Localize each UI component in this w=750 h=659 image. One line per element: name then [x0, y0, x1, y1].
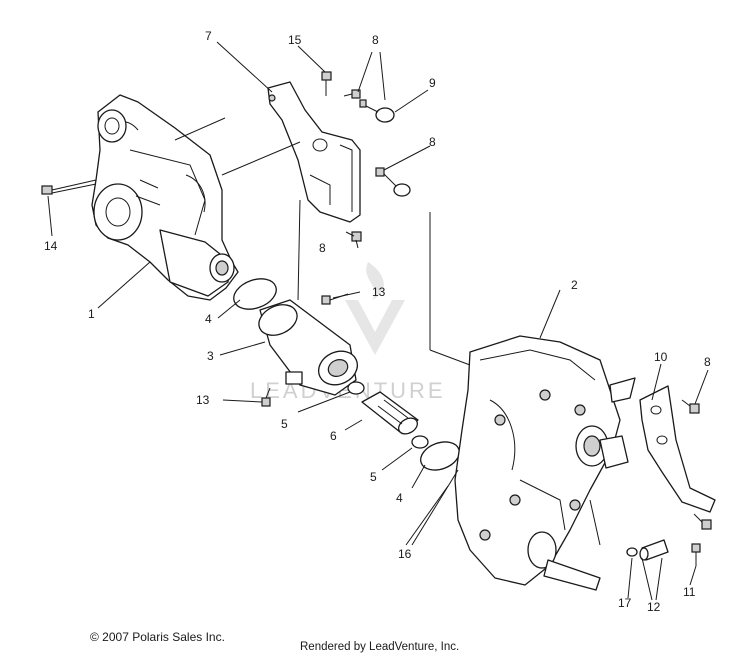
callout-8-bracket: 8 — [704, 355, 711, 369]
leadventure-watermark-logo: LEADVENTURE — [250, 262, 443, 403]
bolt-8-upper — [343, 89, 361, 99]
callout-3: 3 — [207, 349, 214, 363]
callout-16: 16 — [398, 547, 412, 561]
callout-8-top: 8 — [372, 33, 379, 47]
bolt-11 — [691, 543, 701, 566]
callout-8-lower: 8 — [319, 241, 326, 255]
callout-2: 2 — [571, 278, 578, 292]
callout-9: 9 — [429, 76, 436, 90]
callout-13-lower: 13 — [196, 393, 210, 407]
mounting-bracket-7 — [267, 81, 361, 223]
coupler-shaft-6 — [361, 391, 419, 435]
callout-14: 14 — [44, 239, 58, 253]
callout-5-upper: 5 — [281, 417, 288, 431]
front-gearcase-assembly — [91, 94, 239, 301]
callout-15: 15 — [288, 33, 302, 47]
callout-4-lower: 4 — [396, 491, 403, 505]
o-ring-4-upper — [233, 278, 277, 310]
main-gearcase-2 — [454, 335, 636, 591]
bracket-10 — [639, 385, 716, 513]
bolt-14 — [41, 179, 97, 195]
copyright-text: © 2007 Polaris Sales Inc. — [90, 630, 225, 644]
washer-9 — [359, 99, 395, 123]
callout-13-upper: 13 — [372, 285, 386, 299]
leader-lines — [47, 41, 709, 601]
callout-6: 6 — [330, 429, 337, 443]
callout-1: 1 — [88, 307, 95, 321]
rendered-by-text: Rendered by LeadVenture, Inc. — [300, 641, 460, 653]
callout-labels: 1 2 3 4 4 5 5 6 7 8 8 8 8 9 10 11 12 13 … — [44, 29, 711, 614]
bolt-15 — [321, 71, 332, 96]
callout-5-lower: 5 — [370, 470, 377, 484]
callout-12: 12 — [647, 600, 661, 614]
bolt-8-bracket-upper — [681, 399, 700, 414]
vent-fitting-12 — [639, 539, 669, 561]
bolt-8-lower — [345, 231, 362, 242]
snap-ring-5-upper — [347, 381, 365, 395]
callout-4-upper: 4 — [205, 312, 212, 326]
coupler-housing-3 — [258, 299, 358, 396]
callout-8-right: 8 — [429, 135, 436, 149]
bolt-8-bracket-lower — [693, 513, 712, 530]
callout-7: 7 — [205, 29, 212, 43]
callout-10: 10 — [654, 350, 668, 364]
callout-11: 11 — [683, 585, 696, 599]
o-ring-17 — [626, 547, 638, 557]
snap-ring-5-lower — [411, 435, 429, 449]
callout-17: 17 — [618, 596, 632, 610]
bolt-8-right — [375, 167, 411, 197]
